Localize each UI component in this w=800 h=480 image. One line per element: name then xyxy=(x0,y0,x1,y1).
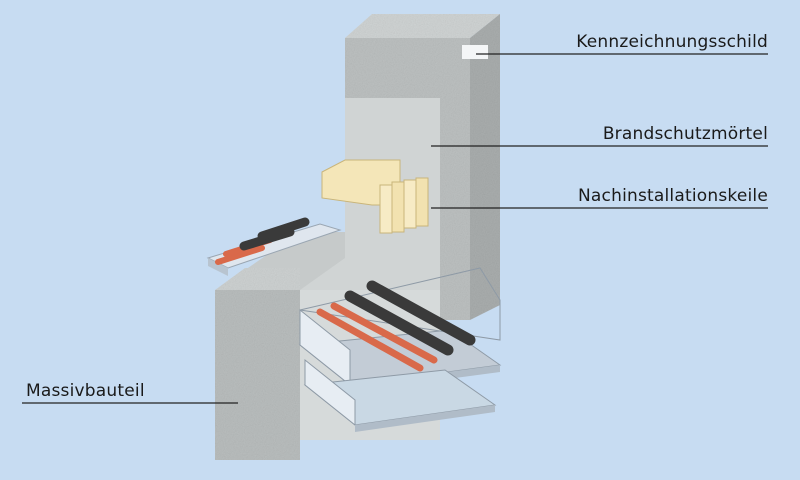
lower-cable-trays xyxy=(298,267,502,432)
label-kennzeichnungsschild: Kennzeichnungsschild xyxy=(576,32,768,52)
leader-lines xyxy=(22,53,768,404)
label-massivbauteil: Massivbauteil xyxy=(26,381,145,401)
identification-plate xyxy=(462,45,488,59)
installation-wedges xyxy=(321,159,429,234)
back-wall xyxy=(345,14,500,320)
upper-cable-tray xyxy=(206,217,342,276)
solid-building-component xyxy=(215,268,300,460)
label-nachinstallationskeile: Nachinstallationskeile xyxy=(578,186,768,206)
label-brandschutzmoertel: Brandschutzmörtel xyxy=(602,124,768,144)
